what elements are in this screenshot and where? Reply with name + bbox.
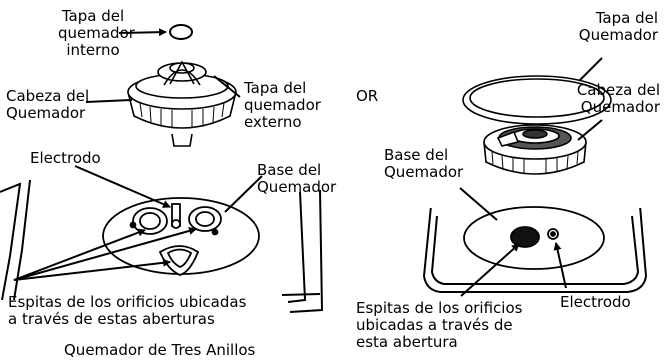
head-pointer-right xyxy=(577,119,603,141)
head-label: Cabeza del Quemador xyxy=(6,87,90,122)
outer-cap-label: Tapa del quemador externo xyxy=(244,79,321,131)
base-pointer-right xyxy=(459,187,498,221)
single-burner-base xyxy=(463,206,605,270)
orifice-arrow-right xyxy=(460,243,520,297)
or-separator: OR xyxy=(356,87,379,105)
electrode-arrow-right xyxy=(553,242,567,289)
three-ring-burner-base xyxy=(102,197,260,276)
electrode-label: Electrodo xyxy=(30,149,101,167)
cap-label-right: Tapa del Quemador xyxy=(578,9,658,44)
orifice-arrow-3 xyxy=(13,258,171,281)
left-pointers xyxy=(13,165,263,281)
right-cooktop-drawing xyxy=(420,204,649,293)
inner-cap-label: Tapa del quemador interno xyxy=(58,7,135,59)
base-label: Base del Quemador xyxy=(257,161,337,196)
inner-cap-drawing xyxy=(118,24,193,40)
left-cooktop-drawing xyxy=(0,179,324,313)
three-ring-burner-head xyxy=(85,60,241,147)
electrode-label-right: Electrodo xyxy=(560,293,631,311)
outer-cap-pointer xyxy=(213,75,241,98)
cap-pointer xyxy=(579,57,603,81)
orifice-label: Espitas de los orificios ubicadas a trav… xyxy=(8,293,247,328)
single-burner-head xyxy=(483,119,603,175)
orifice-arrow-1 xyxy=(13,228,146,281)
right-pointers xyxy=(459,187,567,297)
single-burner-cap xyxy=(462,57,612,125)
base-label-right: Base del Quemador xyxy=(384,146,464,181)
base-pointer xyxy=(224,175,263,213)
inner-cap-arrow xyxy=(118,28,167,37)
head-label-right: Cabeza del Quemador xyxy=(576,81,660,116)
electrode-arrow xyxy=(74,165,171,208)
head-pointer xyxy=(85,99,133,103)
orifice-label-right: Espitas de los orificios ubicadas a trav… xyxy=(356,299,523,351)
orifice-arrow-2 xyxy=(13,227,197,281)
diagram-caption: Quemador de Tres Anillos xyxy=(64,341,256,359)
